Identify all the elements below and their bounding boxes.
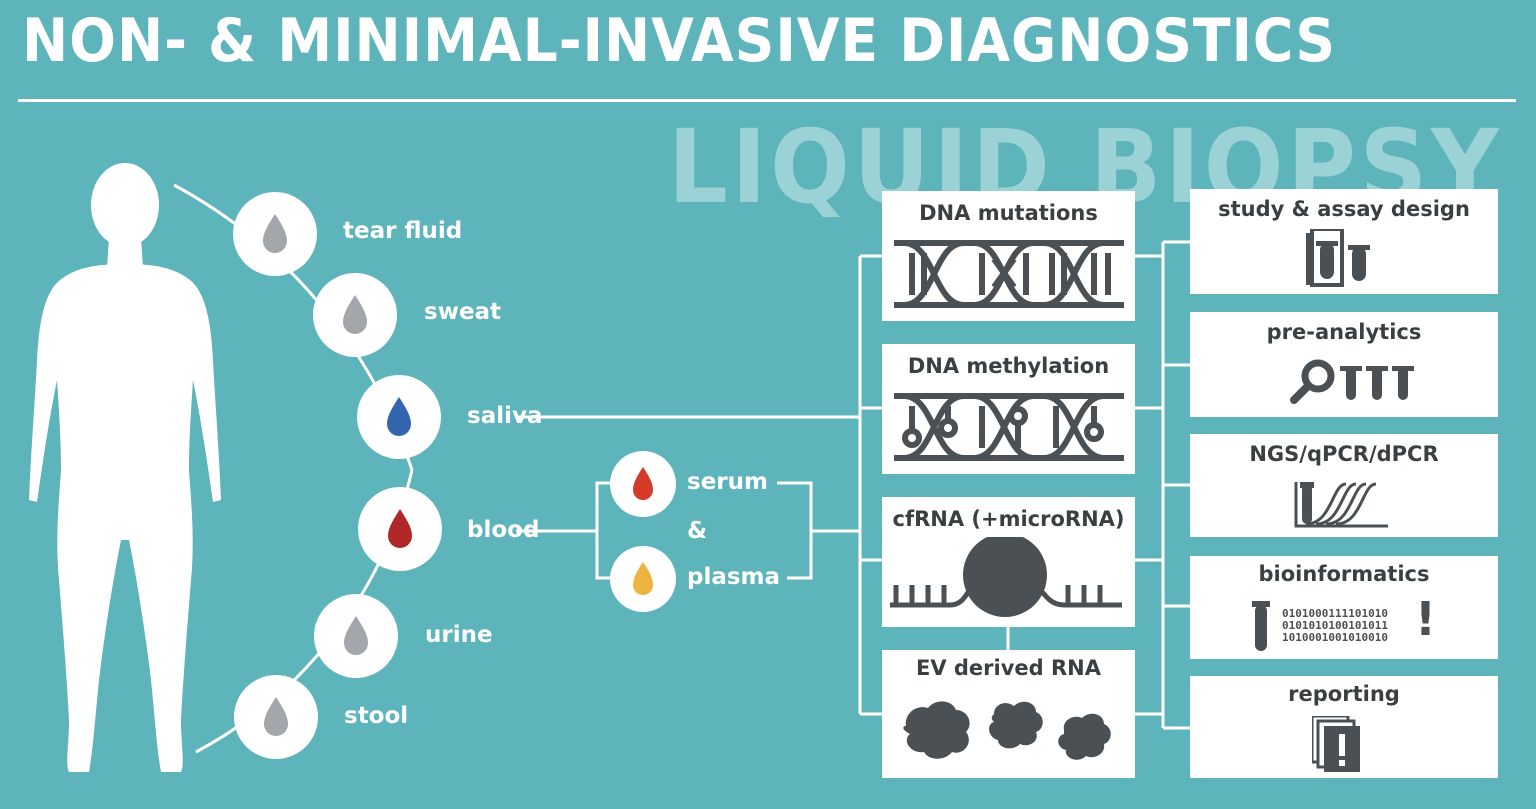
drop-icon (633, 467, 653, 500)
drop-icon (388, 509, 412, 548)
fluid-sweat (313, 273, 397, 361)
analyte-cfrna: cfRNA (+microRNA) (882, 497, 1135, 627)
workflow-title: pre-analytics (1266, 320, 1422, 344)
fluid-circle (234, 675, 318, 759)
fluid-circle (357, 375, 441, 459)
fluid-label-tear: tear fluid (343, 218, 463, 244)
drop-icon (387, 397, 411, 436)
fluid-circle (610, 451, 676, 517)
dna-methylation-icon (894, 393, 1124, 461)
binary-data-icon: 0101000111101010 0101010100101011 101000… (1282, 608, 1388, 644)
fluid-tear (233, 192, 317, 280)
fluid-circle (610, 546, 676, 612)
analyte-title: DNA mutations (919, 201, 1098, 225)
fluid-circle (233, 192, 317, 276)
fluid-label-blood: blood (467, 517, 540, 543)
binary-line: 0101010100101011 (1282, 619, 1388, 632)
human-silhouette-icon (29, 163, 221, 772)
workflow-title: NGS/qPCR/dPCR (1249, 442, 1439, 466)
workflow-title: study & assay design (1218, 197, 1470, 221)
binary-line: 1010001001010010 (1282, 631, 1388, 644)
page-title: NON- & MINIMAL-INVASIVE DIAGNOSTICS (22, 6, 1337, 76)
amplification-curve-icon (1294, 482, 1388, 528)
title-divider (18, 99, 1516, 102)
fluid-label-stool: stool (344, 703, 409, 729)
fluid-label-saliva: saliva (467, 403, 543, 429)
analyte-title: DNA methylation (907, 354, 1110, 378)
serum-plasma-bracket (777, 481, 813, 580)
serum-node (610, 451, 676, 521)
workflow-bioinformatics: bioinformatics 0101000111101010 01010101… (1190, 556, 1498, 659)
workflow-ngs-pcr: NGS/qPCR/dPCR (1190, 434, 1498, 537)
serum-label: serum (687, 469, 768, 495)
workflow-pre-analytics: pre-analytics (1190, 312, 1498, 417)
plasma-node (610, 546, 676, 616)
fluid-saliva (357, 375, 441, 463)
fluid-circle (358, 487, 442, 571)
fluid-circle (314, 594, 398, 678)
cfrna-icon (890, 537, 1122, 617)
serum-plasma-ampersand: & (687, 518, 708, 544)
report-alert-icon (1312, 716, 1360, 772)
analyte-title: EV derived RNA (915, 656, 1101, 680)
fluid-stool (234, 675, 318, 763)
drop-icon (633, 562, 653, 595)
blood-split-bracket (595, 481, 615, 580)
drop-icon (263, 214, 287, 253)
analyte-dna-mutations: DNA mutations (882, 191, 1135, 321)
alert-mark: ! (1415, 592, 1436, 646)
fluid-urine (314, 594, 398, 682)
dna-mutation-icon (894, 240, 1124, 308)
drop-icon (344, 616, 368, 655)
analyte-title: cfRNA (+microRNA) (892, 507, 1125, 531)
fluid-circle (313, 273, 397, 357)
analyte-dna-methylation: DNA methylation (882, 344, 1135, 474)
extracellular-vesicle-icon (903, 701, 1111, 760)
drop-icon (343, 295, 367, 334)
workflow-study-design: study & assay design (1190, 189, 1498, 294)
workflow-title: reporting (1288, 682, 1400, 706)
fluid-label-urine: urine (425, 622, 493, 648)
fluid-blood (358, 487, 442, 575)
binary-line: 0101000111101010 (1282, 607, 1388, 620)
analyte-ev-rna: EV derived RNA (882, 650, 1135, 778)
test-tube-icon (1252, 601, 1270, 651)
workflow-reporting: reporting (1190, 676, 1498, 778)
workflow-title: bioinformatics (1258, 562, 1430, 586)
magnifier-tubes-icon (1290, 359, 1414, 404)
drop-icon (264, 697, 288, 736)
plasma-label: plasma (687, 564, 781, 590)
document-tube-icon (1306, 229, 1370, 287)
fluid-label-sweat: sweat (424, 299, 502, 325)
